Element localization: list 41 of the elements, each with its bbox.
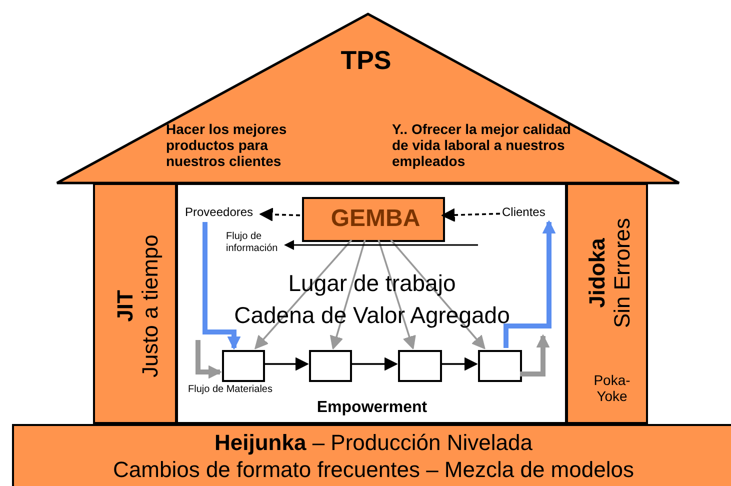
pillar-text: Justo a tiempo [137, 234, 162, 378]
goal-text: Hacer los mejores productos para nuestros clientes [166, 121, 288, 170]
base-text: Cambios de formato frecuentes – Mezcla de modelos [112, 457, 635, 482]
base-text: Heijunka – Producción Nivelada [214, 430, 534, 456]
pillar-text: JIT [112, 290, 137, 322]
arrow [263, 357, 309, 371]
arrow [254, 239, 352, 350]
heading-text: Empowerment [316, 399, 428, 418]
goal-text: Y.. Ofrecer la mejor calidad de vida laboral a nuestros empleados [392, 121, 572, 170]
center-panel [176, 183, 567, 424]
arrow [520, 334, 550, 376]
arrow [350, 357, 398, 371]
supplier-text: Proveedores [185, 206, 254, 220]
arrow [196, 340, 222, 379]
arrow [504, 220, 556, 348]
pillar-text: Poka-Yoke [592, 372, 632, 404]
dashed-arrow [441, 208, 500, 222]
base-box [12, 424, 731, 486]
pillar-text: Jidoka [584, 238, 609, 308]
gemba-box [302, 197, 445, 242]
arrow [202, 222, 241, 350]
box-label: GEMBA [330, 205, 422, 233]
heading-text: Cadena de Valor Agregado [233, 302, 511, 328]
process-box [478, 350, 522, 382]
process-box [309, 350, 352, 382]
title-text: TPS [340, 46, 392, 76]
customer-text: Clientes [502, 206, 546, 220]
flow-label: Flujo de información [226, 231, 279, 254]
pillar-text: Sin Errores [609, 217, 634, 328]
arrow [440, 357, 478, 371]
flow-label: Flujo de Materiales [188, 384, 274, 396]
roof-triangle [55, 12, 681, 185]
process-box [222, 350, 265, 382]
arrow [330, 240, 366, 350]
pillar-box [93, 183, 177, 424]
dashed-arrow [259, 208, 300, 222]
pillar-box [566, 183, 648, 424]
arrow [378, 240, 416, 350]
arrow [390, 239, 486, 350]
process-box [398, 350, 442, 382]
heading-text: Lugar de trabajo [287, 270, 457, 296]
